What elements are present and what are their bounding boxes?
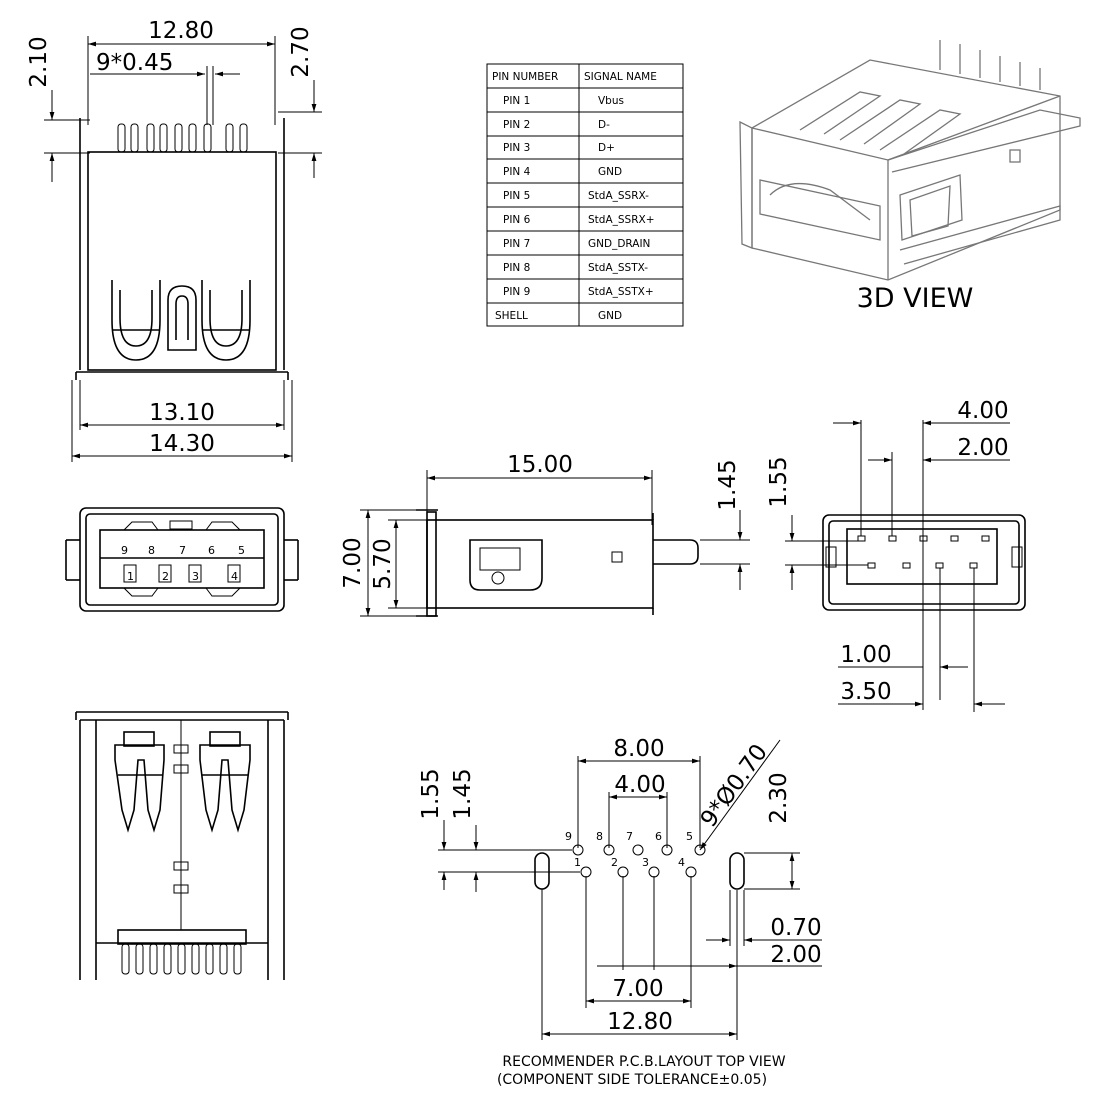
dim-pcb-left-b: 1.45 (450, 768, 476, 819)
hole-label: 6 (655, 830, 662, 843)
table-cell: GND (598, 310, 622, 322)
table-cell: PIN 5 (503, 190, 530, 202)
dim-pin-pitch: 9*0.45 (96, 50, 173, 76)
table-cell: StdA_SSTX+ (588, 286, 654, 298)
dim-side-pin: 1.45 (715, 459, 741, 510)
table-cell: StdA_SSTX- (588, 262, 648, 274)
dim-left-height: 2.10 (26, 36, 52, 87)
dim-side-length: 15.00 (507, 452, 573, 478)
pin-label: 2 (162, 570, 169, 583)
pcb-layout: 8.00 4.00 9*Ø0.70 9 8 7 6 5 1 2 3 4 (418, 736, 822, 1088)
table-cell: PIN 2 (503, 119, 530, 131)
table-cell: D- (598, 119, 610, 131)
dim-pcb-slot-offset: 2.00 (770, 942, 821, 968)
table-cell: PIN 3 (503, 142, 530, 154)
dim-pcb-inner: 4.00 (614, 772, 665, 798)
pin-label: 7 (179, 544, 186, 557)
view-3d: 3D VIEW (739, 40, 1081, 314)
table-cell: Vbus (598, 95, 624, 107)
table-cell: SHELL (495, 310, 528, 322)
pin-label: 1 (127, 570, 134, 583)
pin-label: 4 (231, 570, 238, 583)
dim-pcb-left-a: 1.55 (418, 768, 444, 819)
dim-rear-e: 3.50 (840, 679, 891, 705)
pin-label: 3 (192, 570, 199, 583)
dim-rear-a: 4.00 (957, 398, 1008, 424)
table-cell: StdA_SSRX- (588, 190, 649, 202)
dim-rear-b: 2.00 (957, 435, 1008, 461)
hole-label: 9 (565, 830, 572, 843)
top-view: 12.80 9*0.45 2.10 2.70 (26, 18, 322, 462)
dim-top-width: 12.80 (148, 18, 214, 44)
pcb-caption-line1: RECOMMENDER P.C.B.LAYOUT TOP VIEW (502, 1054, 785, 1070)
dim-pcb-row-offset: 2.30 (766, 772, 792, 823)
pin-label: 9 (121, 544, 128, 557)
pin-label: 6 (208, 544, 215, 557)
hole-label: 2 (611, 856, 618, 869)
dim-outer-width: 14.30 (149, 431, 215, 457)
dim-side-inner-height: 5.70 (370, 538, 396, 589)
table-header-pin: PIN NUMBER (492, 71, 558, 83)
hole-label: 1 (574, 856, 581, 869)
table-cell: PIN 6 (503, 214, 531, 226)
pcb-caption-line2: (COMPONENT SIDE TOLERANCE±0.05) (497, 1072, 767, 1088)
hole-label: 5 (686, 830, 693, 843)
hole-label: 8 (596, 830, 603, 843)
table-cell: PIN 7 (503, 238, 530, 250)
view-3d-label: 3D VIEW (857, 283, 974, 314)
table-cell: GND (598, 166, 622, 178)
table-cell: StdA_SSRX+ (588, 214, 655, 226)
hole-label: 4 (678, 856, 685, 869)
dim-pcb-top: 8.00 (613, 736, 664, 762)
dim-pcb-total: 12.80 (607, 1009, 673, 1035)
bottom-view (75, 711, 289, 980)
pin-label: 5 (238, 544, 245, 557)
hole-label: 7 (626, 830, 633, 843)
dim-pcb-pin-span: 7.00 (612, 976, 663, 1002)
hole-label: 3 (642, 856, 649, 869)
pin-table: PIN NUMBER SIGNAL NAME PIN 1 Vbus PIN 2 … (486, 63, 684, 327)
table-cell: D+ (598, 142, 615, 154)
table-header-signal: SIGNAL NAME (584, 71, 657, 83)
dim-rear-d: 1.00 (840, 642, 891, 668)
dim-side-height: 7.00 (340, 537, 366, 588)
rear-view: 4.00 2.00 1.55 1.00 3.50 (766, 398, 1026, 712)
table-cell: PIN 9 (503, 286, 530, 298)
side-view: 15.00 7.00 5.70 1.45 (340, 452, 750, 617)
pin-label: 8 (148, 544, 155, 557)
dim-rear-c: 1.55 (766, 456, 792, 507)
dim-right-height: 2.70 (288, 26, 314, 77)
table-cell: GND_DRAIN (588, 238, 650, 250)
dim-pcb-slot-width: 0.70 (770, 915, 821, 941)
table-cell: PIN 4 (503, 166, 531, 178)
dim-pcb-hole: 9*Ø0.70 (696, 740, 773, 833)
dim-inner-width: 13.10 (149, 400, 215, 426)
front-view: 9 8 7 6 5 1 2 3 4 (65, 507, 299, 612)
table-cell: PIN 8 (503, 262, 530, 274)
table-cell: PIN 1 (503, 95, 530, 107)
